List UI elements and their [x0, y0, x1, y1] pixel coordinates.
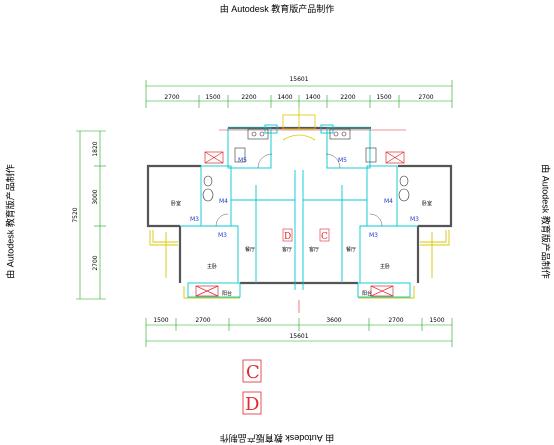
- door-swings: [215, 153, 383, 227]
- bathroom-right: [365, 147, 410, 202]
- dim-top-4: 1400: [277, 94, 292, 101]
- windows: [149, 230, 450, 299]
- legend-c-box: [242, 359, 262, 383]
- door-label-m3-left-bed: M3: [190, 216, 199, 223]
- legend-d-box: [242, 391, 262, 415]
- door-label-m3-right-master: M3: [369, 232, 378, 239]
- dim-bottom-4: 3600: [326, 317, 341, 324]
- watermark-top: 由 Autodesk 教育版产品制作: [219, 4, 335, 14]
- dim-top-6: 2200: [340, 94, 355, 101]
- dim-bottom-6: 1500: [429, 317, 444, 324]
- dim-left-total: 7520: [72, 207, 79, 222]
- dim-left-3: 2700: [92, 255, 99, 270]
- dim-top-total: 15601: [289, 76, 308, 83]
- walls: [146, 126, 453, 285]
- plan-tag-c-box: [319, 228, 330, 242]
- stair-shaft: [282, 108, 316, 141]
- plan-tag-d-box: [282, 228, 293, 242]
- left-dimension-chain: [76, 130, 106, 300]
- axis-marks: [219, 129, 406, 313]
- dim-top-3: 2200: [241, 94, 256, 101]
- room-right-dining: 餐厅: [346, 246, 356, 253]
- door-label-m4-left: M4: [219, 198, 228, 205]
- dim-left-2: 3000: [92, 189, 99, 204]
- dim-bottom-2: 2700: [195, 317, 210, 324]
- partitions: [180, 124, 418, 298]
- plan-tag-c: C: [321, 232, 328, 242]
- door-label-m4-right: M4: [384, 198, 393, 205]
- dim-top-5: 1400: [305, 94, 320, 101]
- dim-top-2: 1500: [205, 94, 220, 101]
- kitchen-right: [329, 128, 351, 140]
- room-left-living: 客厅: [282, 246, 292, 253]
- dim-bottom-5: 2700: [388, 317, 403, 324]
- door-label-m5-right: M5: [338, 157, 347, 164]
- top-dimension-chain: [145, 80, 453, 108]
- door-label-m5-left: M5: [238, 157, 247, 164]
- dim-top-8: 2700: [418, 94, 433, 101]
- room-left-master: 主卧: [207, 263, 217, 270]
- ac-units: [195, 151, 405, 297]
- room-right-balcony: 阳台: [362, 290, 372, 297]
- legend-d: D: [245, 394, 259, 415]
- dim-bottom-1: 1500: [153, 317, 168, 324]
- room-right-living: 客厅: [309, 246, 319, 253]
- dim-bottom-3: 3600: [256, 317, 271, 324]
- legend-c: C: [246, 362, 260, 383]
- room-left-dining: 餐厅: [245, 246, 255, 253]
- dim-bottom-total: 15601: [289, 333, 308, 340]
- door-label-m3-right-bed: M3: [410, 216, 419, 223]
- kitchen-left: [247, 128, 269, 140]
- dim-left-1: 1820: [92, 141, 99, 156]
- bathroom-left: [202, 147, 246, 202]
- room-left-bedroom: 卧室: [171, 200, 181, 207]
- dim-top-1: 2700: [164, 94, 179, 101]
- room-right-master: 主卧: [380, 263, 390, 270]
- room-left-balcony: 阳台: [222, 290, 232, 297]
- door-label-m3-left-master: M3: [218, 232, 227, 239]
- room-right-bedroom: 卧室: [422, 200, 432, 207]
- bottom-dimension-chain: [145, 318, 453, 347]
- plan-tag-d: D: [284, 232, 291, 242]
- dim-top-7: 1500: [376, 94, 391, 101]
